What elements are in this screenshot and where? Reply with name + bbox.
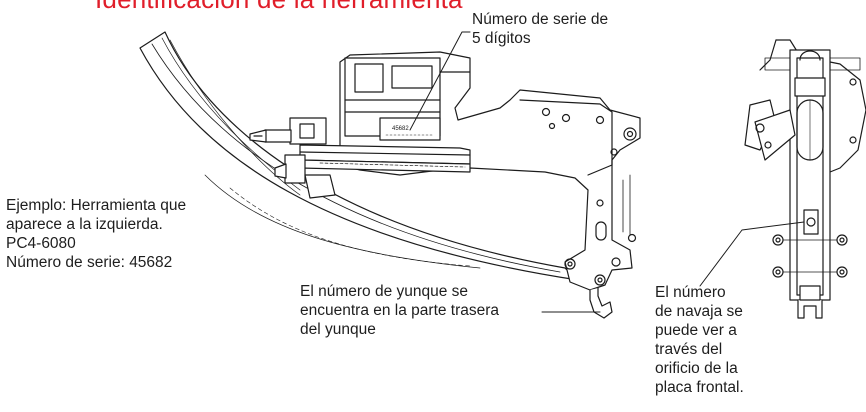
example-note: Ejemplo: Herramienta que aparece a la iz… <box>6 197 187 271</box>
blade-number-callout: El número de navaja se puede ver a travé… <box>655 284 744 396</box>
page-title: Identificación de la herramienta <box>95 0 463 15</box>
front-column <box>789 49 831 301</box>
anvil-hook <box>589 287 613 319</box>
serial-number-callout: Número de serie de 5 dígitos <box>472 11 609 47</box>
anvil-number-callout: El número de yunque se encuentra en la p… <box>300 283 500 338</box>
blade-leader-line <box>699 221 805 287</box>
front-view-tool <box>744 39 866 319</box>
serial-stamp: 45682 <box>392 126 409 132</box>
serial-leader-line <box>409 31 471 131</box>
side-view-tool: 45682 <box>139 31 641 319</box>
